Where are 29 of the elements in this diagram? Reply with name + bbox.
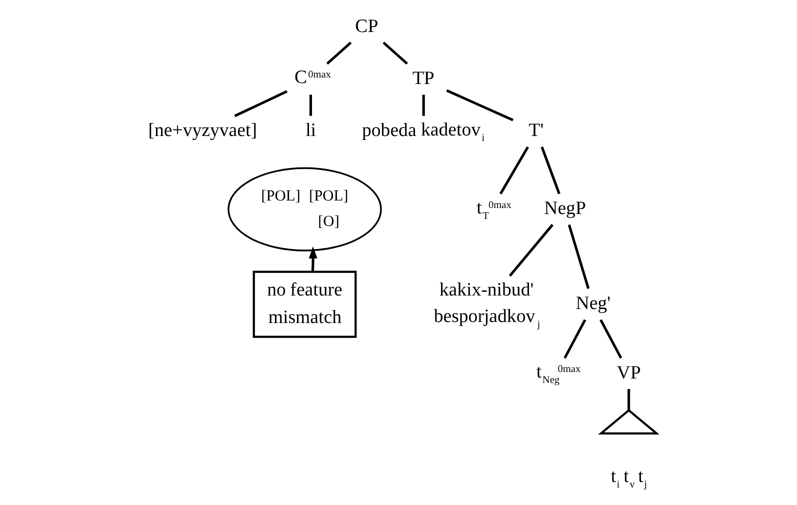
connector (498, 146, 528, 194)
connector (446, 89, 513, 122)
connector (540, 146, 560, 194)
node-text: CP (354, 16, 378, 37)
connector (627, 389, 630, 410)
node-box: no feature mismatch (252, 270, 356, 338)
node-text: Neg' (575, 293, 610, 314)
node-text: t$_{i}$ t$_{v}$ t$_{j}$ (610, 466, 647, 490)
node-text: NegP (544, 198, 586, 220)
node-text: kakix-nibud' besporjadkov$_{j}$ (433, 279, 540, 330)
connector (567, 224, 590, 290)
connector (422, 94, 424, 116)
node-text: pobeda kadetov$_{i}$ (362, 119, 484, 144)
connector (508, 224, 553, 277)
node-text: [ne+vyzyvaet] (148, 120, 256, 142)
connector (234, 90, 288, 118)
node-text: T' (528, 120, 544, 142)
node-text: VP (616, 362, 640, 384)
node-text: li (305, 120, 316, 142)
connector (563, 319, 586, 359)
connector (599, 319, 622, 359)
node-triangle (598, 408, 660, 434)
connector (326, 42, 352, 65)
node-ellipse: [POL] [POL] [O] (227, 167, 382, 252)
arrow (308, 246, 317, 272)
connector (382, 42, 408, 65)
connector (308, 94, 312, 116)
node-text: C$^{0max}$ (294, 67, 330, 88)
node-text: TP (412, 68, 434, 90)
